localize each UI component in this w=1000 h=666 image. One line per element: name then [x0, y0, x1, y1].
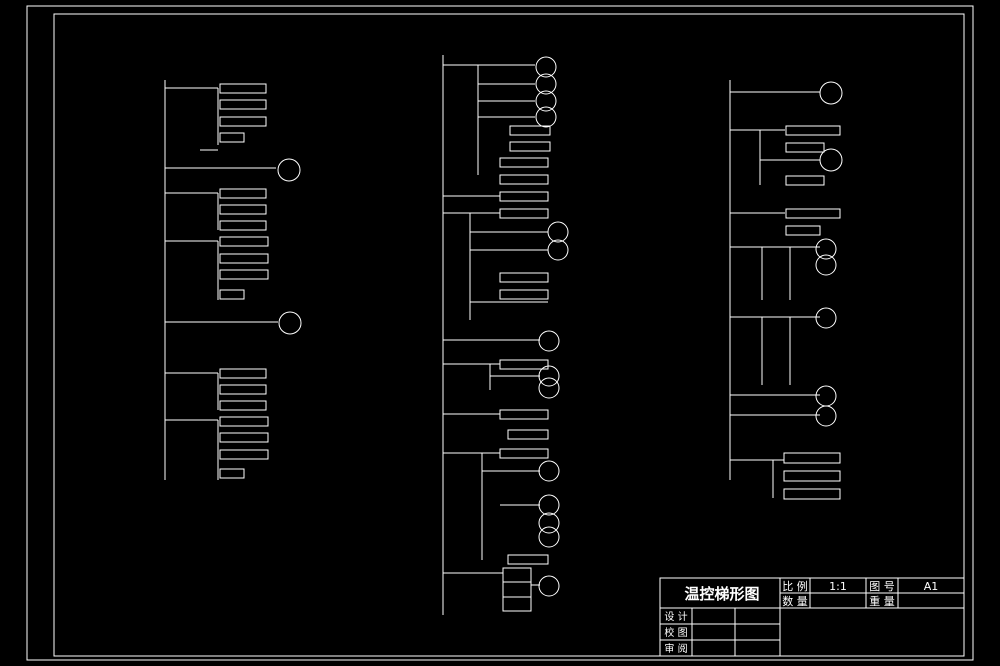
ladder-section-left: [164, 80, 302, 480]
designed-label: 设 计: [664, 610, 687, 623]
scale-label: 比 例: [782, 579, 808, 593]
ladder-section-right: [729, 80, 843, 500]
drawing-title: 温控梯形图: [684, 585, 759, 603]
drawing-no-label: 图 号: [869, 580, 895, 593]
drawing-no-value: A1: [924, 580, 939, 593]
inner-border: [53, 13, 965, 657]
reviewed-label: 审 阅: [664, 642, 687, 655]
scale-value: 1:1: [829, 580, 847, 593]
ladder-section-middle: [442, 55, 569, 615]
outer-border: [26, 5, 974, 661]
checked-label: 校 图: [664, 626, 687, 639]
title-block: [659, 577, 965, 657]
weight-label: 重 量: [869, 594, 895, 608]
quantity-label: 数 量: [782, 595, 808, 608]
